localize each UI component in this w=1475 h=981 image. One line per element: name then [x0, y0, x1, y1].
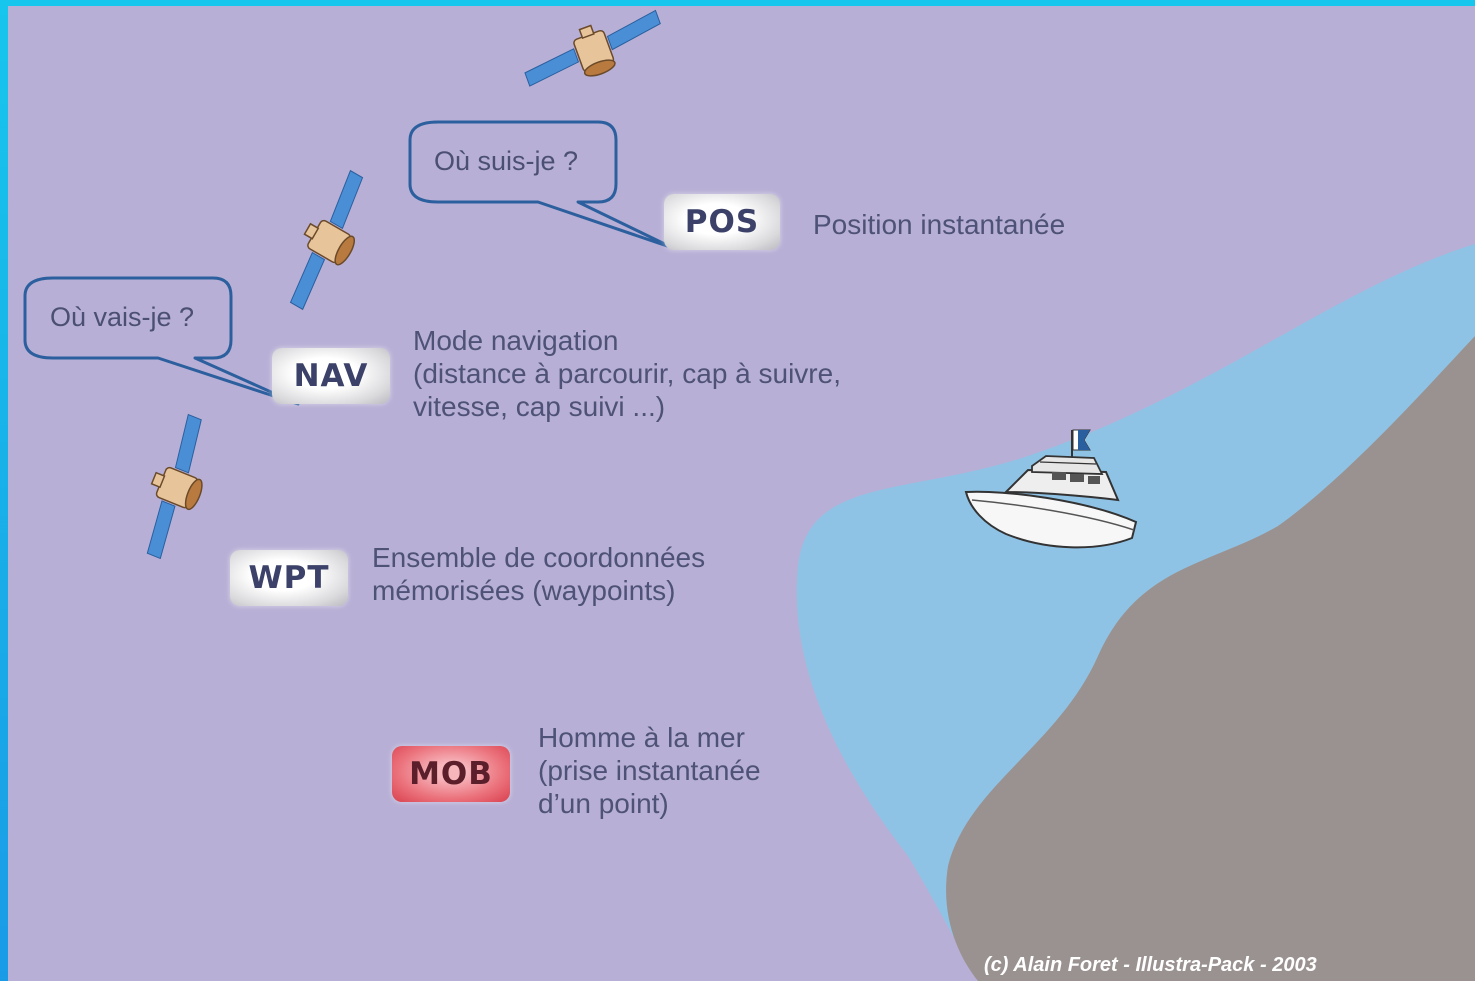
land-area: [946, 336, 1475, 981]
nav-description: Mode navigation (distance à parcourir, c…: [413, 324, 841, 423]
mob-description-line: (prise instantanée: [538, 755, 761, 786]
nav-description-line: (distance à parcourir, cap à suivre,: [413, 358, 841, 389]
pos-description: Position instantanée: [813, 208, 1065, 241]
speech-bubble-where-am-i-going: [23, 276, 300, 406]
mob-button[interactable]: MOB: [392, 746, 510, 802]
copyright-notice: (c) Alain Foret - Illustra-Pack - 2003: [984, 954, 1317, 976]
wpt-description-line: Ensemble de coordonnées: [372, 542, 706, 573]
speech-bubble-where-am-i: [408, 120, 675, 250]
nav-description-line: Mode navigation: [413, 325, 619, 356]
boat-icon: [964, 429, 1138, 549]
satellite-icon: [289, 169, 364, 311]
wpt-description-line: mémorisées (waypoints): [372, 575, 676, 606]
nav-description-line: vitesse, cap suivi ...): [413, 391, 666, 422]
nav-button[interactable]: NAV: [272, 348, 390, 404]
satellite-icon: [524, 9, 661, 87]
satellite-icon: [146, 413, 203, 560]
pos-description-line: Position instantanée: [813, 209, 1066, 240]
bubble-text-where-am-i-going: Où vais-je ?: [50, 302, 195, 332]
bubble-text-where-am-i: Où suis-je ?: [434, 146, 579, 176]
scene-graphics: [23, 9, 1475, 981]
mob-description-line: Homme à la mer: [538, 722, 745, 753]
mob-description-line: d’un point): [538, 788, 669, 819]
wpt-button[interactable]: WPT: [230, 550, 348, 606]
flag-icon: [1071, 429, 1091, 472]
diagram-canvas: Où suis-je ? Où vais-je ? POS Position i…: [8, 6, 1475, 981]
mob-description: Homme à la mer (prise instantanée d’un p…: [538, 721, 761, 820]
wpt-description: Ensemble de coordonnées mémorisées (wayp…: [372, 541, 705, 607]
pos-button[interactable]: POS: [664, 194, 780, 250]
